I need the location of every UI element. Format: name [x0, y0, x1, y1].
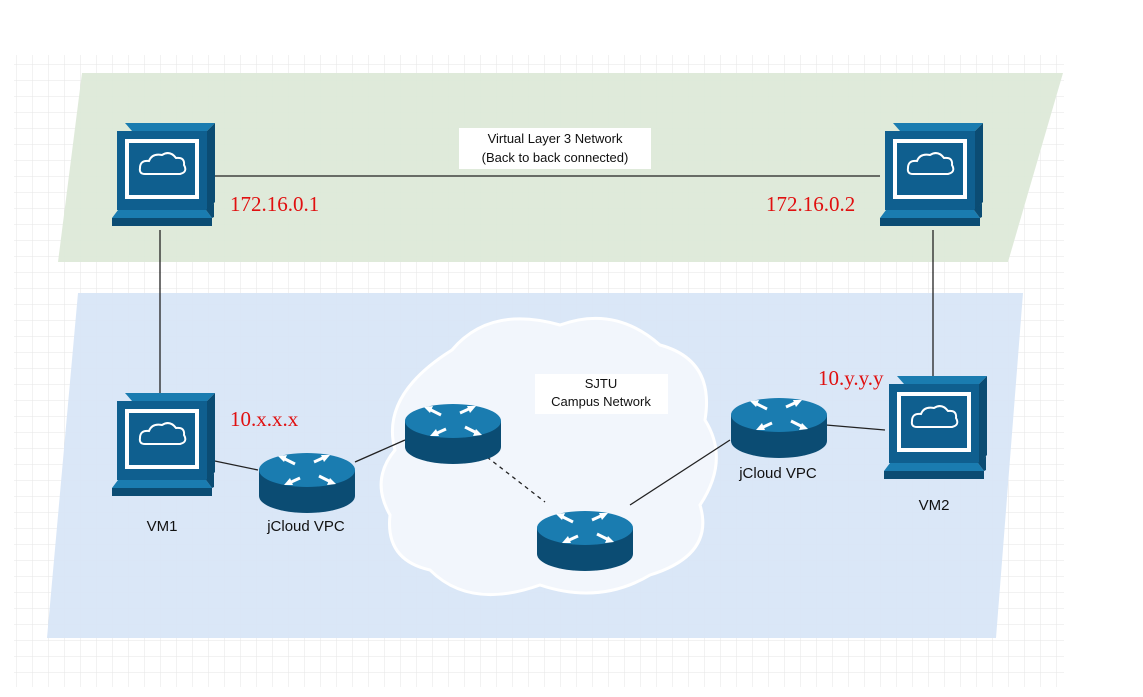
vm2-label: VM2: [919, 497, 950, 514]
router-link-2: [629, 439, 731, 506]
jcloud-vpc-router-left-icon: [257, 451, 357, 515]
vm1-computer-icon: [111, 392, 216, 497]
vm1-label: VM1: [147, 518, 178, 535]
cloud-title-line2: Campus Network: [551, 394, 651, 409]
vm2-computer-icon: [883, 375, 988, 480]
campus-router-bottom-icon: [535, 509, 635, 573]
host-left-computer-icon: [111, 122, 216, 227]
router-link-1: [354, 439, 406, 463]
vm1-router-link: [209, 459, 259, 471]
overlay-title-line2: (Back to back connected): [482, 150, 629, 165]
cloud-title-box: [535, 374, 668, 414]
host-right-computer-icon: [879, 122, 984, 227]
host-left-ip: 172.16.0.1: [230, 192, 319, 216]
host-right-ip: 172.16.0.2: [766, 192, 855, 216]
overlay-title-line1: Virtual Layer 3 Network: [488, 131, 623, 146]
jcloud-vpc-router-right-icon: [729, 396, 829, 460]
vm1-ip: 10.x.x.x: [230, 407, 299, 431]
vm2-ip: 10.y.y.y: [818, 366, 884, 390]
cloud-title-line1: SJTU: [585, 376, 618, 391]
router-left-label: jCloud VPC: [266, 518, 345, 535]
campus-router-top-icon: [403, 402, 503, 466]
router-vm2-link: [825, 424, 886, 431]
router-right-label: jCloud VPC: [738, 465, 817, 482]
overlay-title-box: [459, 128, 651, 169]
